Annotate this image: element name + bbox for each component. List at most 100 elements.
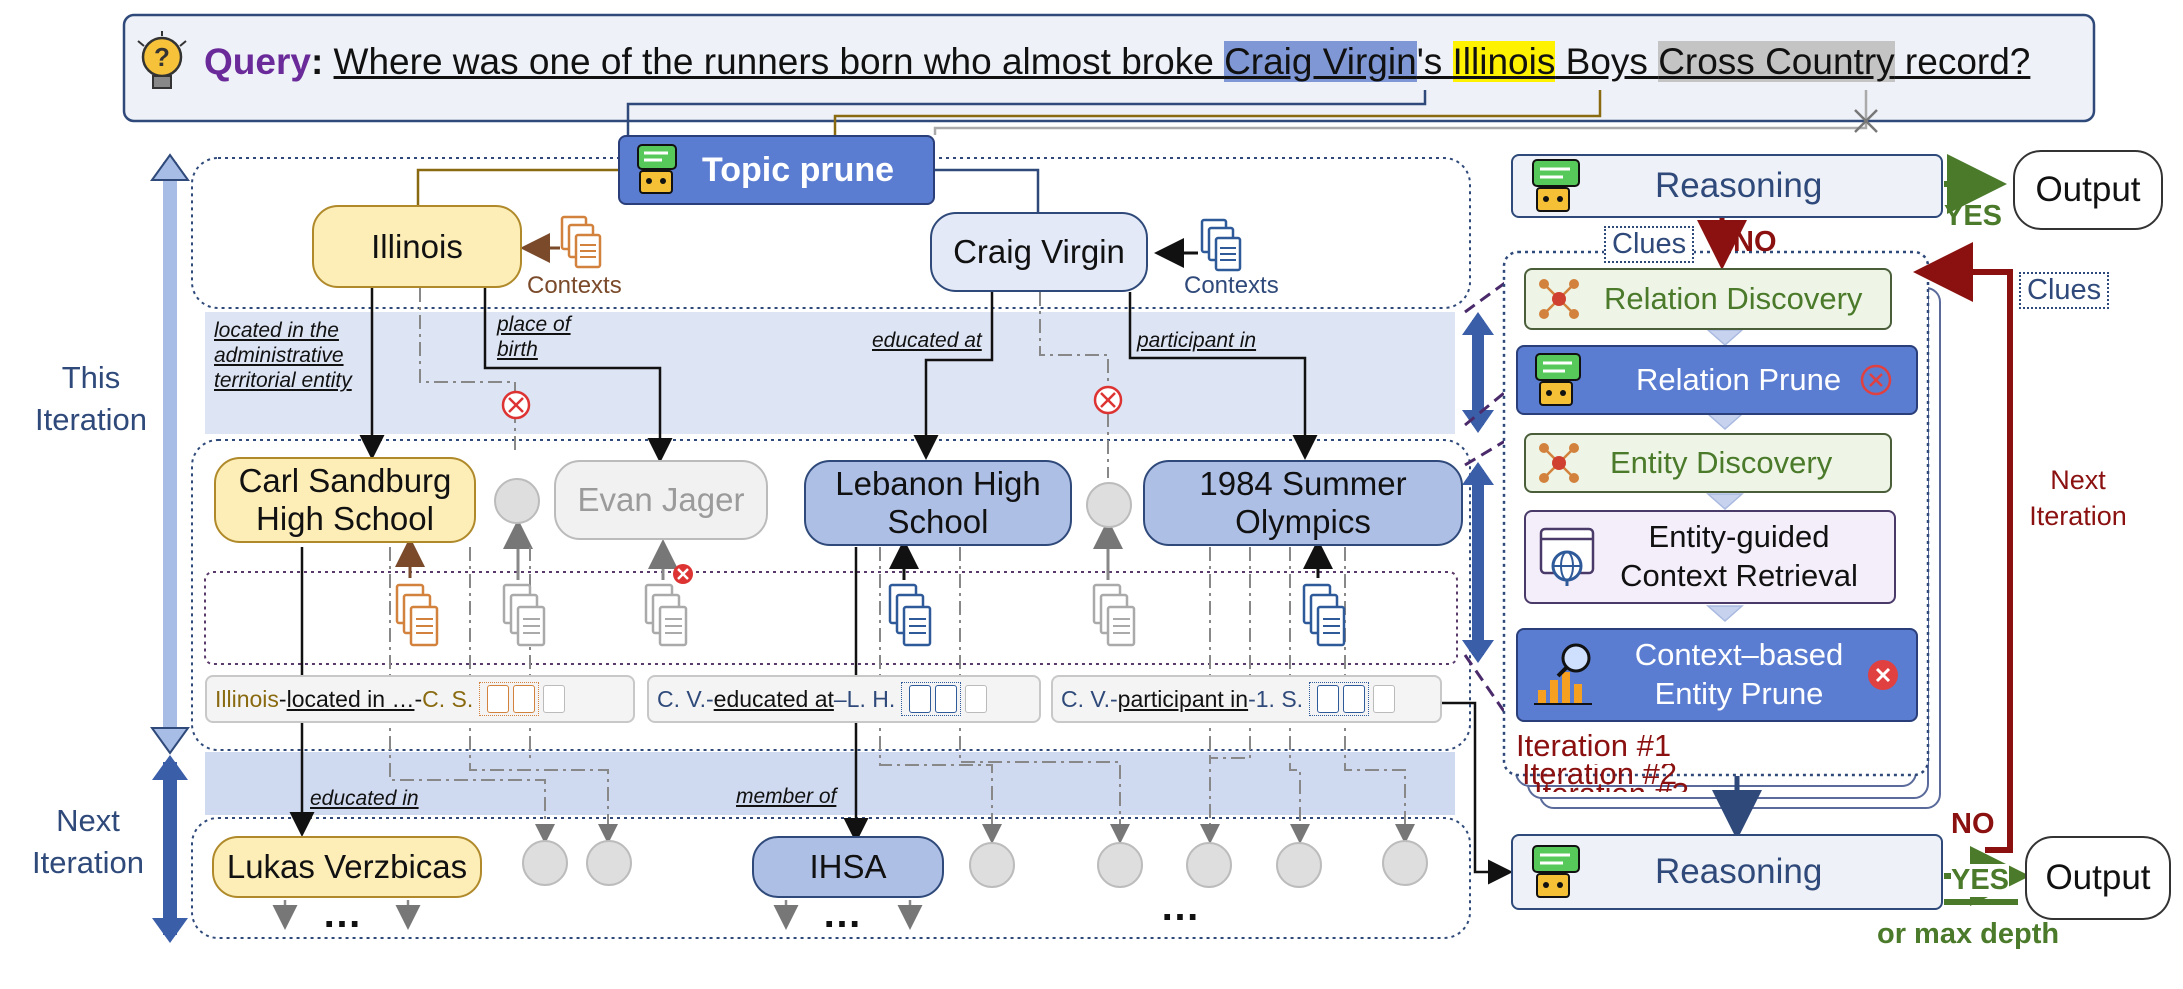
clues-left-label: Clues: [1604, 226, 1695, 263]
query-seg-4: Boys: [1555, 41, 1659, 82]
prune-x-icon: [1866, 658, 1900, 692]
triple-1-docs: [479, 682, 540, 716]
pruned-x-icon: [1854, 109, 1878, 133]
relation-discovery-box: Relation Discovery: [1524, 268, 1892, 330]
triple-1-sep1: -: [278, 685, 287, 712]
reasoning-top-label: Reasoning: [1655, 166, 1823, 205]
this-iteration-label: This Iteration: [34, 360, 147, 437]
relation-discovery-label: Relation Discovery: [1604, 281, 1863, 316]
relation-member-of: member of: [736, 785, 837, 808]
relation-prune-box: Relation Prune: [1516, 345, 1918, 415]
no-top-label: NO: [1733, 226, 1777, 258]
pruned-mark-right-icon: [1093, 385, 1123, 415]
ellipsis-1: …: [322, 892, 365, 936]
next-circle-6: [1276, 842, 1322, 888]
output-top-box: Output: [2013, 150, 2163, 230]
robot-icon: [1525, 844, 1585, 900]
entity-ihsa[interactable]: IHSA: [752, 836, 944, 898]
clues-right-label: Clues: [2019, 272, 2110, 309]
reasoning-bottom-box: Reasoning: [1511, 834, 1943, 910]
network-icon: [1536, 440, 1582, 486]
output-bottom-box: Output: [2025, 836, 2171, 920]
context-docs-evan-icon: [644, 583, 688, 651]
contexts-label-left: Contexts: [527, 272, 622, 299]
no-bottom-label: NO: [1951, 808, 1995, 840]
contexts-docs-right-icon: [1200, 218, 1242, 274]
context-docs-carl-icon: [395, 583, 439, 651]
query-highlight-cross-country: Cross Country: [1658, 41, 1895, 82]
entity-discovery-label: Entity Discovery: [1610, 445, 1833, 480]
robot-icon: [632, 143, 680, 197]
entity-lebanon[interactable]: Lebanon High School: [804, 460, 1072, 546]
triple-2-head: C. V.-: [657, 685, 714, 712]
next-circle-2: [586, 840, 632, 886]
robot-icon: [1525, 158, 1585, 214]
query-seg-0: Where was one of the runners born who al…: [333, 41, 1225, 82]
relation-educated-at: educated at: [872, 329, 982, 352]
pruned-mark-left-icon: [501, 390, 531, 420]
next-iteration-label: Next Iteration: [31, 803, 144, 880]
next-circle-3: [969, 842, 1015, 888]
triple-3-relation: participant in: [1117, 685, 1249, 712]
entity-craig-virgin[interactable]: Craig Virgin: [930, 212, 1148, 292]
triple-educated-at: C. V.-educated at–L. H.: [647, 675, 1041, 723]
triple-2-tail: –L. H.: [833, 685, 896, 712]
triple-1-relation: located in …: [286, 685, 415, 712]
ellipsis-2: …: [822, 892, 865, 936]
context-docs-lebanon-icon: [888, 583, 932, 651]
next-circle-5: [1186, 842, 1232, 888]
doc-icon: [1317, 685, 1340, 713]
relation-educated-in: educated in: [310, 787, 419, 810]
iteration-3-label: Iteration #3: [1534, 778, 1689, 792]
topic-prune-box: Topic prune: [618, 135, 935, 205]
triple-1-head: Illinois: [215, 685, 279, 712]
contexts-label-right: Contexts: [1184, 272, 1279, 299]
contexts-docs-left-icon: [560, 215, 602, 271]
query-highlight-illinois: Illinois: [1452, 41, 1556, 82]
analytics-icon: [1532, 640, 1598, 710]
doc-icon: [1373, 685, 1396, 713]
next-circle-4: [1097, 842, 1143, 888]
context-docs-grey-1-icon: [502, 583, 546, 651]
query-box: [122, 13, 2096, 123]
context-docs-olympics-icon: [1302, 583, 1346, 651]
entity-carl-sandburg[interactable]: Carl Sandburg High School: [214, 457, 476, 543]
entity-evan-jager[interactable]: Evan Jager: [554, 460, 768, 540]
network-icon: [1536, 276, 1582, 322]
context-prune-box: Context–based Entity Prune: [1516, 628, 1918, 722]
doc-icon: [543, 685, 566, 713]
ellipsis-3: …: [1160, 885, 1203, 929]
yes-bottom-label: YES: [1951, 864, 2010, 897]
entity-retrieval-label: Entity-guided Context Retrieval: [1620, 519, 1858, 593]
next-iteration-loop-label: Next Iteration: [2029, 465, 2127, 532]
doc-icon: [1343, 685, 1366, 713]
reasoning-top-box: Reasoning: [1511, 154, 1943, 218]
query-colon: :: [310, 41, 324, 82]
pruned-context-icon: [673, 564, 693, 584]
entity-olympics[interactable]: 1984 Summer Olympics: [1143, 460, 1463, 546]
doc-icon: [935, 685, 958, 713]
robot-icon: [1530, 352, 1586, 408]
pruned-entity-circle-2: [1086, 482, 1132, 528]
triple-illinois: Illinois - located in … - C. S.: [205, 675, 635, 723]
entity-retrieval-box: Entity-guided Context Retrieval: [1524, 510, 1896, 604]
entity-discovery-box: Entity Discovery: [1524, 433, 1892, 493]
query-label: Query: [204, 41, 311, 82]
triple-1-tail: C. S.: [422, 685, 474, 712]
relation-prune-label: Relation Prune: [1636, 362, 1842, 397]
entity-illinois[interactable]: Illinois: [312, 205, 522, 288]
query-seg-6: record?: [1894, 41, 2031, 82]
next-circle-7: [1382, 840, 1428, 886]
doc-icon: [909, 685, 932, 713]
relation-participant-in: participant in: [1137, 329, 1257, 352]
query-icon: ?: [134, 31, 190, 95]
web-search-icon: [1538, 526, 1596, 588]
entity-lukas-verzbicas[interactable]: Lukas Verzbicas: [212, 836, 482, 898]
query-highlight-craig: Craig Virgin: [1224, 41, 1417, 82]
pruned-entity-circle-1: [494, 478, 540, 524]
max-depth-label: or max depth: [1877, 918, 2060, 950]
context-prune-label: Context–based Entity Prune: [1634, 637, 1844, 711]
doc-icon: [487, 685, 510, 713]
query-seg-2: 's: [1416, 41, 1453, 82]
triple-3-docs: [1309, 682, 1370, 716]
